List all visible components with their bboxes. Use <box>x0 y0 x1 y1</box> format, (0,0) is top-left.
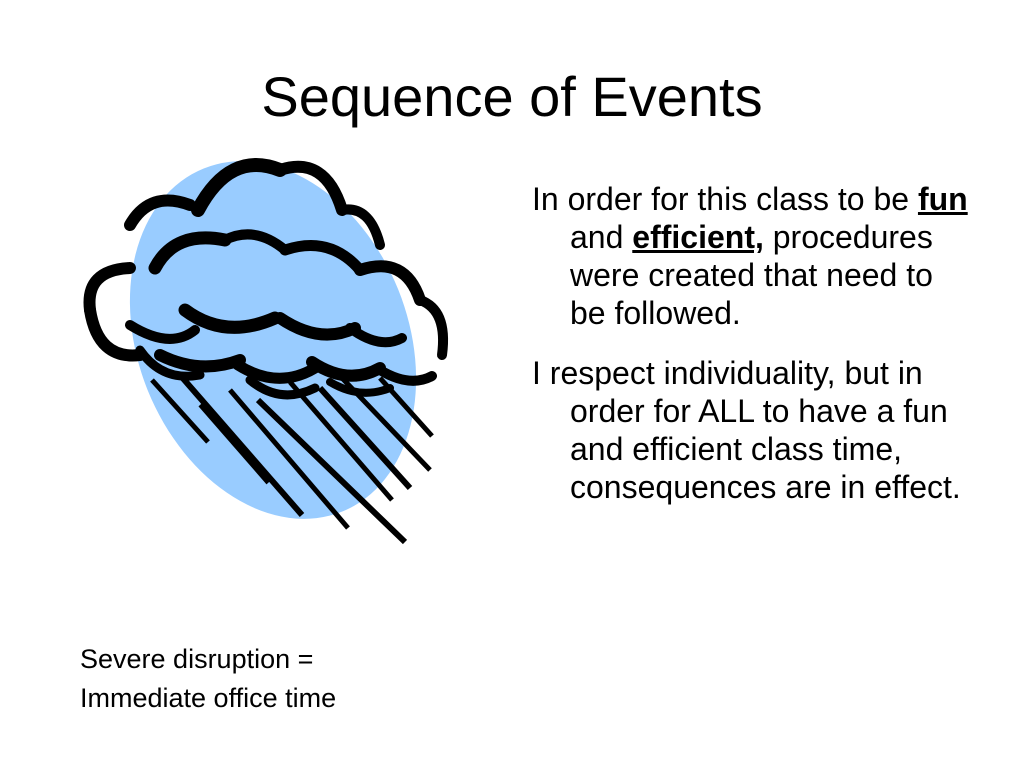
slide-title: Sequence of Events <box>261 65 763 128</box>
paragraph-procedures: In order for this class to be fun and ef… <box>532 180 972 332</box>
paragraph-text: and <box>570 219 633 255</box>
emphasis-efficient: efficient, <box>632 219 764 255</box>
rain-cloud-icon <box>80 150 460 550</box>
rain-streaks <box>150 373 434 545</box>
cloud-outlines <box>83 158 448 400</box>
paragraph-individuality: I respect individuality, but in order fo… <box>532 355 961 505</box>
emphasis-fun: fun <box>917 181 968 217</box>
disruption-caption: Severe disruption = Immediate office tim… <box>80 640 500 718</box>
caption-line-1: Severe disruption = <box>80 644 314 674</box>
paragraph-text: procedures were created that need to be … <box>570 219 933 331</box>
caption-line-2: Immediate office time <box>80 683 337 713</box>
paragraph-text: In order for this class to be <box>532 181 918 217</box>
body-text: In order for this class to be fun and ef… <box>532 180 972 528</box>
